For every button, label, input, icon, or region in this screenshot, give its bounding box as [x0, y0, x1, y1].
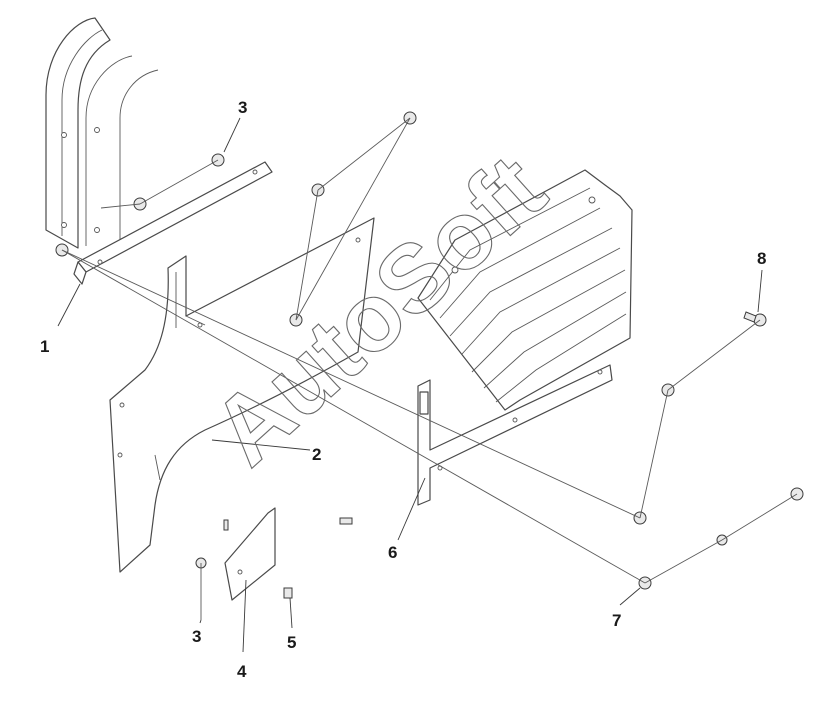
- part-6-ribbed-plate: [417, 169, 633, 506]
- callout-4: 4: [237, 662, 247, 681]
- callout-7: 7: [612, 611, 621, 630]
- fender-arch: [45, 17, 159, 249]
- callout-1: 1: [40, 337, 49, 356]
- leader-lines: [57, 117, 763, 653]
- part-2-mudflap: [109, 217, 375, 573]
- callout-6: 6: [388, 543, 397, 562]
- callout-3-bottom: 3: [192, 627, 201, 646]
- assembly-lines: [61, 117, 798, 620]
- callout-2: 2: [312, 445, 321, 464]
- callout-3-top: 3: [238, 98, 247, 117]
- callout-8: 8: [757, 249, 766, 268]
- part-4-plate: [224, 507, 276, 601]
- part-1-bracket: [73, 161, 273, 285]
- callout-5: 5: [287, 633, 296, 652]
